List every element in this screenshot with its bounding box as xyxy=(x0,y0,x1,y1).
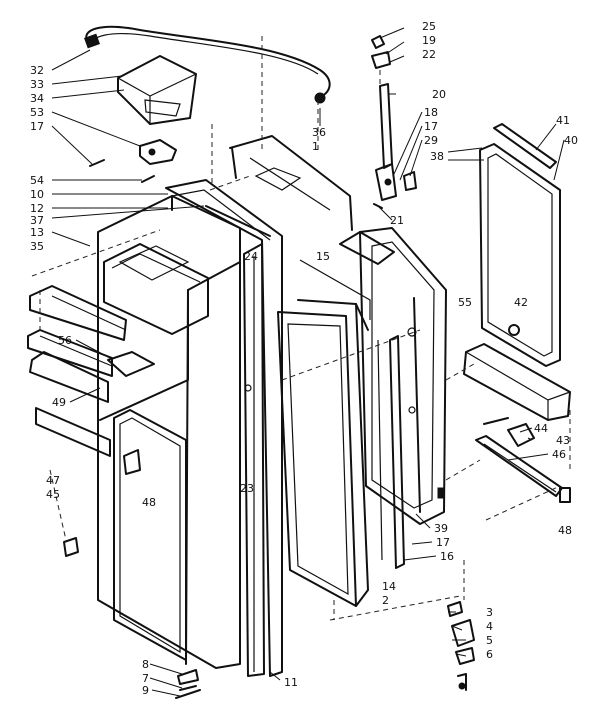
label-38: 38 xyxy=(430,150,444,163)
label-54: 54 xyxy=(30,174,44,187)
label-46: 46 xyxy=(552,448,566,461)
label-29: 29 xyxy=(424,134,438,147)
bracket-53 xyxy=(89,139,177,183)
refrigerator-door xyxy=(359,227,447,525)
top-hinge-assembly xyxy=(371,35,417,209)
label-20: 20 xyxy=(432,88,446,101)
label-17-bottom: 17 xyxy=(436,536,450,549)
label-41: 41 xyxy=(556,114,570,127)
label-23: 23 xyxy=(240,482,254,495)
label-44: 44 xyxy=(534,422,548,435)
label-18: 18 xyxy=(424,106,438,119)
label-47: 47 xyxy=(46,474,60,487)
label-7: 7 xyxy=(142,672,149,685)
label-16: 16 xyxy=(440,550,454,563)
label-9: 9 xyxy=(142,684,149,697)
leader-lines xyxy=(51,27,565,697)
label-56: 56 xyxy=(58,334,72,347)
label-1: 1 xyxy=(312,140,319,153)
bottom-hinge-assembly xyxy=(447,601,475,691)
callout-labels: 32 33 34 53 17 54 10 12 37 13 35 56 49 4… xyxy=(30,20,578,697)
dispenser-trim-panels xyxy=(27,285,155,457)
label-42: 42 xyxy=(514,296,528,309)
label-19: 19 xyxy=(422,34,436,47)
freezer-door xyxy=(97,195,241,669)
label-22: 22 xyxy=(422,48,436,61)
label-48-right: 48 xyxy=(558,524,572,537)
label-34: 34 xyxy=(30,92,44,105)
label-17-right: 17 xyxy=(424,120,438,133)
label-48-left: 48 xyxy=(142,496,156,509)
control-cover xyxy=(117,55,197,125)
label-25: 25 xyxy=(422,20,436,33)
label-49: 49 xyxy=(52,396,66,409)
label-10: 10 xyxy=(30,188,44,201)
door-shelf-bin xyxy=(463,343,571,421)
label-13: 13 xyxy=(30,226,44,239)
label-24: 24 xyxy=(244,250,258,263)
label-45: 45 xyxy=(46,488,60,501)
label-15: 15 xyxy=(316,250,330,263)
left-small-parts xyxy=(63,449,141,557)
label-11: 11 xyxy=(284,676,298,689)
door-handle-assembly xyxy=(475,417,571,503)
label-14: 14 xyxy=(382,580,396,593)
cabinet-outer-frame xyxy=(229,135,353,231)
freezer-gasket-frames xyxy=(165,179,283,677)
label-40: 40 xyxy=(564,134,578,147)
label-5: 5 xyxy=(486,634,493,647)
label-37: 37 xyxy=(30,214,44,227)
label-39: 39 xyxy=(434,522,448,535)
label-35: 35 xyxy=(30,240,44,253)
label-32: 32 xyxy=(30,64,44,77)
label-43: 43 xyxy=(556,434,570,447)
label-21: 21 xyxy=(390,214,404,227)
fresh-food-door xyxy=(277,231,395,607)
label-17-left: 17 xyxy=(30,120,44,133)
dashed-reference-lines xyxy=(31,36,571,621)
label-3: 3 xyxy=(486,606,493,619)
label-4: 4 xyxy=(486,620,493,633)
right-gasket-frame xyxy=(479,123,561,367)
label-33: 33 xyxy=(30,78,44,91)
bottom-left-hardware xyxy=(175,669,201,699)
label-53: 53 xyxy=(30,106,44,119)
label-55: 55 xyxy=(458,296,472,309)
label-2: 2 xyxy=(382,594,389,607)
wire-harness xyxy=(84,25,331,104)
label-12: 12 xyxy=(30,202,44,215)
door-gasket-strips xyxy=(377,335,405,569)
label-36: 36 xyxy=(312,126,326,139)
label-6: 6 xyxy=(486,648,493,661)
label-8: 8 xyxy=(142,658,149,671)
